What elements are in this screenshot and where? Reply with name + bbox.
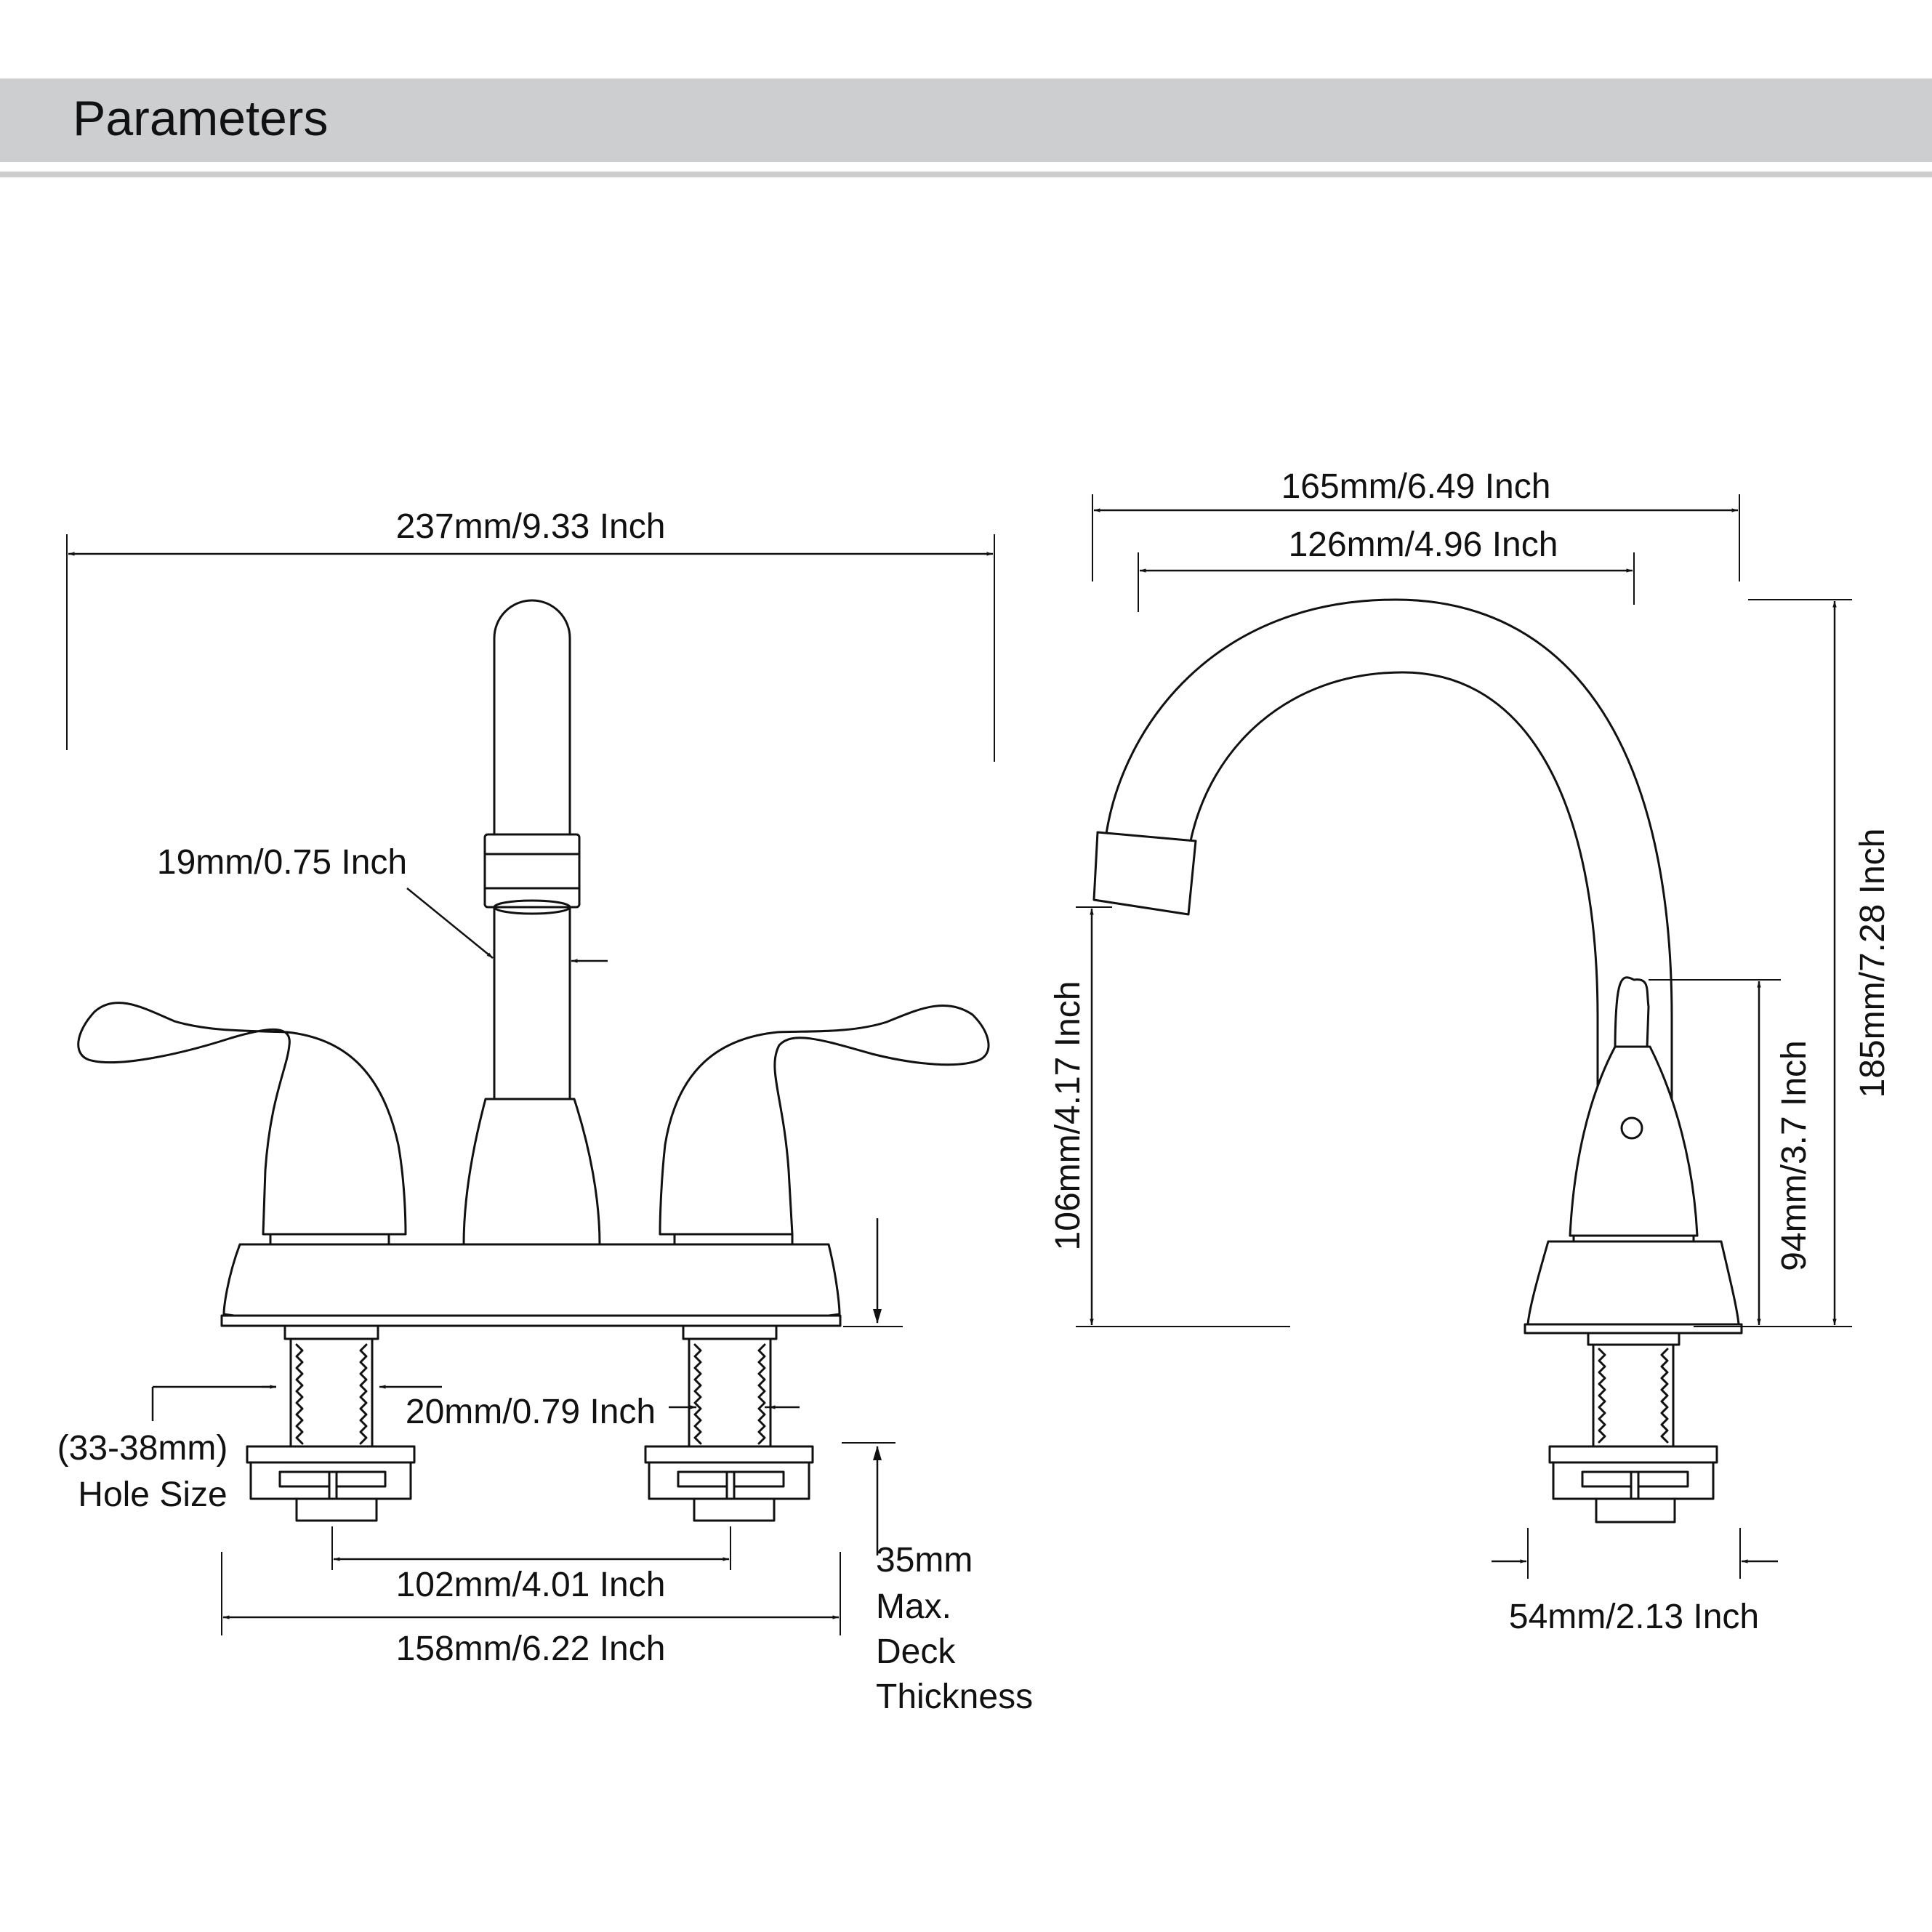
side-view: 165mm/6.49 Inch 126mm/4.96 Inch 185mm/7.…	[1049, 467, 1892, 1636]
header-divider	[0, 172, 1932, 177]
left-handle	[77, 1002, 407, 1236]
dim-center-spacing: 102mm/4.01 Inch	[396, 1566, 666, 1604]
spout-aerator-ring	[483, 833, 581, 909]
dim-deck-thickness-line1: 35mm	[876, 1541, 973, 1579]
dim-deck-thickness-line3: Deck	[876, 1633, 956, 1671]
dim-hole-size-line1: (33-38mm)	[57, 1429, 228, 1468]
dim-handle-height: 94mm/3.7 Inch	[1775, 1040, 1814, 1271]
deck-plate	[222, 1243, 841, 1317]
spout-lower-tube	[493, 906, 571, 1100]
dim-spout-reach-inner: 126mm/4.96 Inch	[1289, 526, 1558, 564]
dim-spout-diameter: 19mm/0.75 Inch	[157, 843, 407, 882]
side-base	[1526, 1240, 1740, 1326]
side-aerator	[1092, 831, 1197, 916]
right-shank	[644, 1324, 814, 1522]
dim-deck-thickness-line4: Thickness	[876, 1678, 1033, 1716]
spout-body	[493, 599, 571, 837]
dim-base-width: 158mm/6.22 Inch	[396, 1630, 666, 1668]
dim-spout-height: 106mm/4.17 Inch	[1049, 981, 1087, 1251]
dim-overall-height: 185mm/7.28 Inch	[1853, 829, 1892, 1098]
dim-shank-diameter: 20mm/0.79 Inch	[406, 1393, 656, 1431]
header-band	[0, 79, 1932, 162]
set-screw	[1620, 1116, 1643, 1140]
dim-deck-thickness-line2: Max.	[876, 1587, 951, 1626]
front-view: 237mm/9.33 Inch 19mm/0.75 Inch 20mm/0.79…	[57, 507, 1033, 1716]
side-handle-body	[1569, 1045, 1699, 1237]
dim-overall-width: 237mm/9.33 Inch	[396, 507, 666, 546]
spout-base	[462, 1098, 601, 1246]
page-title: Parameters	[73, 91, 329, 146]
dim-spout-reach-outer: 165mm/6.49 Inch	[1281, 467, 1551, 506]
dim-base-diameter: 54mm/2.13 Inch	[1509, 1598, 1759, 1636]
dim-hole-size-line2: Hole Size	[78, 1476, 227, 1514]
right-handle	[659, 1004, 990, 1236]
left-shank	[246, 1324, 416, 1522]
